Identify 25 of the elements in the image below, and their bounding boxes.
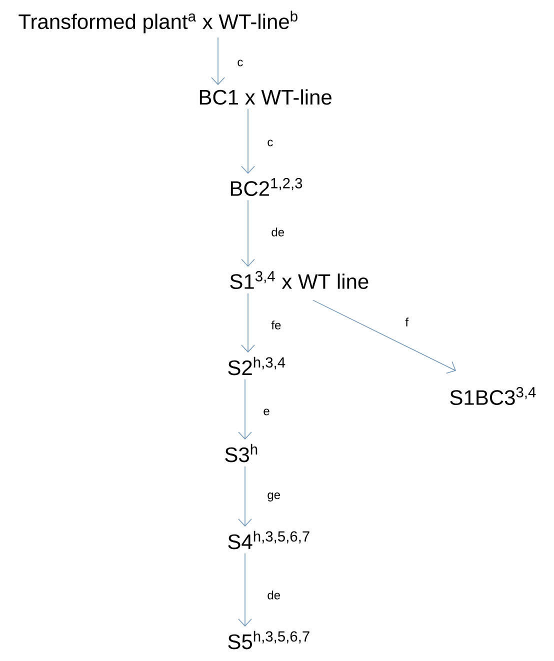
stage-label: BC2$^{1,2,3}$ bbox=[230, 178, 302, 196]
edge-label: ge bbox=[266, 492, 282, 502]
edge-label: de bbox=[266, 590, 282, 600]
edge-label: de bbox=[270, 226, 286, 238]
edge-label: e bbox=[262, 408, 271, 416]
edge-label: c bbox=[266, 138, 274, 148]
edge-label: f bbox=[404, 316, 410, 328]
arrow bbox=[238, 553, 252, 627]
arrow bbox=[312, 300, 456, 374]
stage-label: S3$^{h}$ bbox=[225, 444, 258, 462]
arrow bbox=[238, 379, 252, 440]
stage-label: BC1 x WT-line bbox=[200, 89, 332, 105]
edge-label: fe bbox=[270, 320, 282, 330]
stage-label: S1BC3$^{3,4}$ bbox=[450, 387, 536, 405]
stage-label: S2$^{h,3,4}$ bbox=[228, 356, 286, 376]
edge-label: c bbox=[236, 58, 244, 68]
stage-label: S1$^{3,4}$ x WT line bbox=[230, 271, 368, 289]
stage-label: S5$^{h,3,5,6,7}$ bbox=[228, 630, 310, 650]
arrow bbox=[238, 466, 252, 527]
stage-label: S4$^{h,3,5,6,7}$ bbox=[228, 530, 310, 550]
stage-label: Transformed plant$^{a}$ x WT-line$^{b}$ bbox=[18, 10, 298, 34]
arrow bbox=[211, 37, 225, 86]
arrow bbox=[241, 200, 255, 267]
arrow bbox=[241, 292, 255, 353]
arrow bbox=[241, 108, 255, 174]
